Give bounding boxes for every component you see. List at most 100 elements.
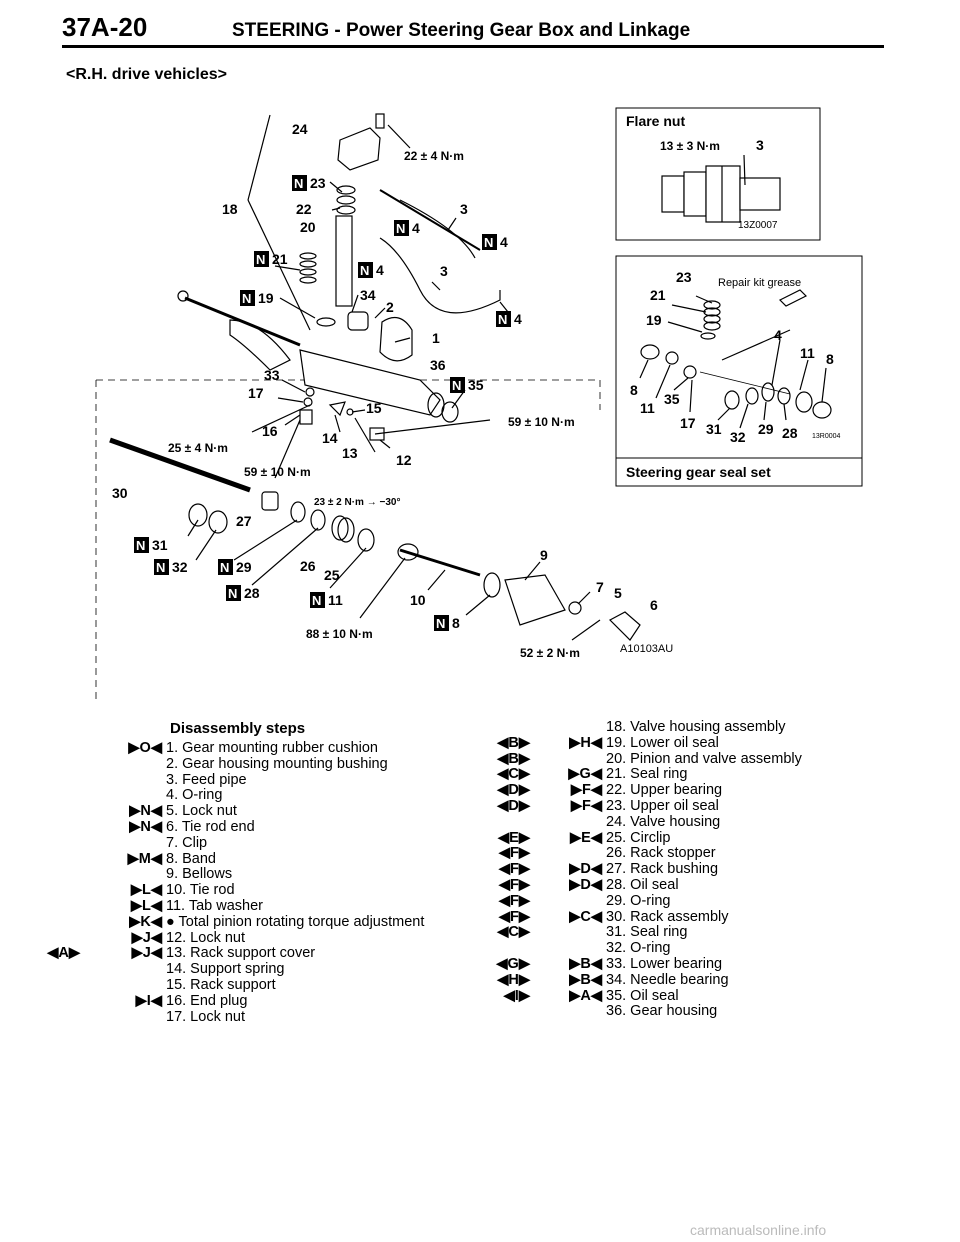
reassembly-mark: ▶O◀: [128, 740, 162, 756]
part-label: 4: [412, 220, 420, 236]
step-text: 28. Oil seal: [606, 876, 679, 893]
step-row: 18. Valve housing assembly: [470, 719, 890, 736]
reassembly-mark: ▶M◀: [127, 850, 162, 867]
n-mark-new-part: N: [496, 311, 511, 327]
disassembly-mark: ◀E▶: [498, 829, 530, 846]
header-rule: [62, 45, 884, 48]
disassembly-mark: ◀A▶: [47, 945, 80, 962]
seal-part-label: 19: [646, 312, 662, 328]
step-row: 2. Gear housing mounting bushing: [0, 755, 470, 773]
part-label: 12: [396, 452, 412, 468]
part-label: 21: [272, 251, 288, 267]
svg-text:N: N: [484, 235, 493, 250]
reassembly-mark: ▶J◀: [131, 929, 162, 946]
n-mark-new-part: N: [292, 175, 307, 191]
step-row: ◀A▶▶J◀13. Rack support cover: [0, 946, 470, 962]
disassembly-mark: ◀F▶: [498, 908, 530, 925]
reassembly-mark: ▶N◀: [129, 803, 162, 820]
reassembly-mark: ▶H◀: [569, 734, 602, 751]
part-label: 15: [366, 400, 382, 416]
site-watermark: carmanualsonline.info: [690, 1222, 827, 1238]
step-row: ▶L◀10. Tie rod: [0, 882, 470, 899]
step-text: ● Total pinion rotating torque adjustmen…: [166, 913, 425, 930]
svg-text:N: N: [242, 291, 251, 306]
reassembly-mark: ▶J◀: [131, 945, 162, 962]
part-label: 5: [614, 585, 622, 601]
reassembly-mark: ▶C◀: [569, 908, 602, 925]
step-text: 12. Lock nut: [166, 929, 245, 946]
part-label: 10: [410, 592, 426, 608]
svg-text:N: N: [220, 560, 229, 575]
part-label: 4: [500, 234, 508, 250]
flare-inset-torque: 13 ± 3 N·m: [660, 139, 720, 153]
part-label: 36: [430, 357, 446, 373]
seal-part-label: 8: [630, 382, 638, 398]
seal-part-label: 29: [758, 421, 774, 437]
step-row: ◀D▶▶F◀22. Upper bearing: [470, 782, 890, 799]
part-label: 2: [386, 299, 394, 315]
part-label: 4: [514, 311, 522, 327]
step-row: 15. Rack support: [0, 977, 470, 994]
step-row: 3. Feed pipe: [0, 772, 470, 789]
step-text: 16. End plug: [166, 992, 248, 1009]
step-row: 32. O-ring: [470, 940, 890, 957]
seal-inset-grease: Repair kit grease: [718, 277, 801, 289]
step-row: ▶J◀12. Lock nut: [0, 929, 470, 947]
step-row: 7. Clip: [0, 834, 470, 852]
part-label: 30: [112, 485, 128, 501]
svg-text:N: N: [436, 616, 445, 631]
step-row: ◀I▶▶A◀35. Oil seal: [470, 988, 890, 1005]
svg-text:N: N: [228, 586, 237, 601]
step-text: 36. Gear housing: [606, 1003, 718, 1020]
part-label: 32: [172, 559, 188, 575]
step-text: 4. O-ring: [166, 787, 223, 804]
part-label: 35: [468, 377, 484, 393]
part-label: 13: [342, 445, 358, 461]
seal-part-label: 35: [664, 391, 680, 407]
n-mark-new-part: N: [434, 615, 449, 631]
step-row: ◀F▶▶D◀28. Oil seal: [470, 876, 890, 894]
step-text: 7. Clip: [166, 834, 208, 851]
svg-text:N: N: [312, 593, 321, 608]
part-label: 25: [324, 567, 340, 583]
part-label: 33: [264, 367, 280, 383]
step-text: 26. Rack stopper: [606, 845, 716, 862]
torque-spec: 22 ± 4 N·m: [404, 149, 464, 163]
part-label: 4: [376, 262, 384, 278]
step-text: 24. Valve housing: [606, 813, 721, 830]
n-mark-new-part: N: [154, 559, 169, 575]
flare-inset-part: 3: [756, 137, 764, 153]
disassembly-mark: ◀C▶: [497, 924, 530, 941]
part-label: 1: [432, 330, 440, 346]
reassembly-mark: ▶D◀: [569, 861, 602, 878]
step-text: 2. Gear housing mounting bushing: [166, 755, 388, 772]
step-row: ◀C▶31. Seal ring: [470, 925, 890, 941]
step-text: 17. Lock nut: [166, 1008, 245, 1025]
part-label: 18: [222, 201, 238, 217]
step-text: 25. Circlip: [606, 829, 671, 846]
step-text: 1. Gear mounting rubber cushion: [166, 740, 378, 756]
step-row: 17. Lock nut: [0, 1008, 470, 1026]
part-label: 20: [300, 219, 316, 235]
step-text: 30. Rack assembly: [606, 908, 729, 925]
svg-text:N: N: [256, 252, 265, 267]
step-row: ▶K◀● Total pinion rotating torque adjust…: [0, 913, 470, 931]
page-number: 37A-20: [62, 12, 148, 42]
reassembly-mark: ▶F◀: [570, 797, 602, 814]
step-text: 21. Seal ring: [606, 766, 688, 783]
n-mark-new-part: N: [218, 559, 233, 575]
reassembly-mark: ▶N◀: [129, 818, 162, 835]
step-row: ▶N◀6. Tie rod end: [0, 818, 470, 836]
disassembly-mark: ◀B▶: [497, 734, 530, 751]
disassembly-steps-right: 18. Valve housing assembly◀B▶▶H◀19. Lowe…: [470, 719, 890, 1020]
step-row: 4. O-ring: [0, 788, 470, 804]
flare-inset-title: Flare nut: [626, 113, 685, 129]
seal-part-label: 8: [826, 351, 834, 367]
flare-inset-code: 13Z0007: [738, 220, 778, 231]
disassembly-mark: ◀C▶: [497, 766, 530, 783]
step-text: 33. Lower bearing: [606, 955, 723, 972]
step-row: ▶I◀16. End plug: [0, 992, 470, 1010]
part-label: 29: [236, 559, 252, 575]
disassembly-mark: ◀F▶: [498, 892, 530, 909]
